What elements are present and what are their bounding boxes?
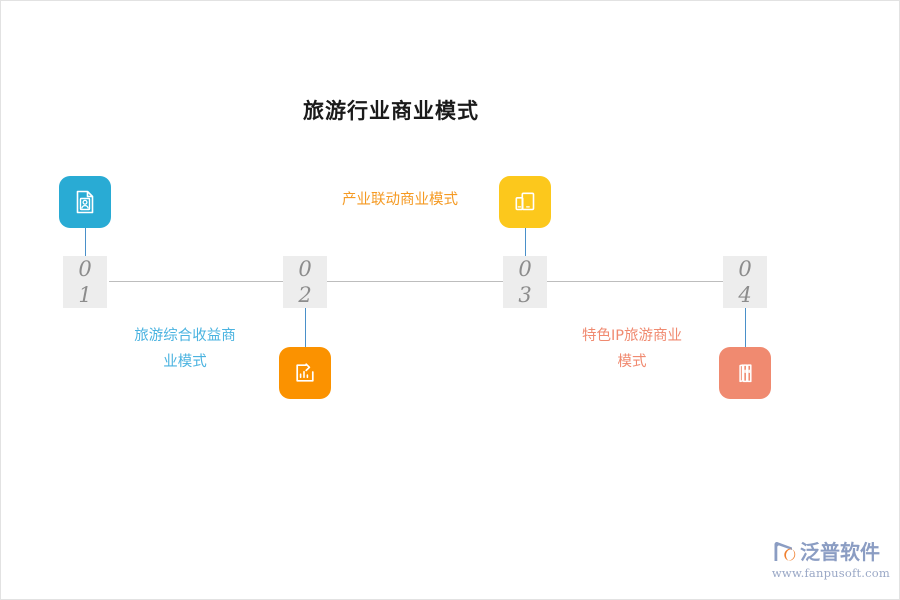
node-4-connector [745, 308, 746, 347]
node-2-icon-tile[interactable] [279, 347, 331, 399]
node-4-label: 特色IP旅游商业 模式 [581, 328, 683, 370]
timeline-rail [109, 281, 725, 282]
node-4-icon-tile[interactable] [719, 347, 771, 399]
node-3-connector [525, 228, 526, 256]
watermark-url: www.fanpusoft.com [771, 566, 890, 580]
node-3-label: 产业联动商业模式 [342, 192, 458, 208]
node-1-label: 旅游综合收益商 业模式 [134, 328, 236, 370]
page-title: 旅游行业商业模式 [303, 99, 479, 123]
node-2-connector [305, 308, 306, 347]
node-4-number-top: 0 [738, 257, 752, 281]
node-1-number-top: 0 [78, 257, 92, 281]
node-1-number-box: 0 1 [63, 256, 107, 308]
node-2-number-bottom: 2 [298, 283, 312, 307]
node-4-number-box: 0 4 [723, 256, 767, 308]
node-1-number-bottom: 1 [78, 283, 92, 307]
watermark-brand: 泛普软件 [800, 540, 880, 564]
node-3-number-box: 0 3 [503, 256, 547, 308]
node-3-icon-tile[interactable] [499, 176, 551, 228]
node-3-number-bottom: 3 [518, 283, 532, 307]
node-1-connector [85, 228, 86, 256]
watermark-logo: 泛普软件 www.fanpusoft.com [771, 539, 891, 587]
bar-chart-arrow-icon [291, 359, 319, 387]
fanpu-logo-mark-icon [771, 539, 797, 565]
node-2-number-top: 0 [298, 257, 312, 281]
node-4-number-bottom: 4 [738, 283, 752, 307]
node-2-number-box: 0 2 [283, 256, 327, 308]
node-3-number-top: 0 [518, 257, 532, 281]
devices-icon [511, 188, 539, 216]
books-icon [731, 359, 759, 387]
node-1-icon-tile[interactable] [59, 176, 111, 228]
id-card-icon [71, 188, 99, 216]
